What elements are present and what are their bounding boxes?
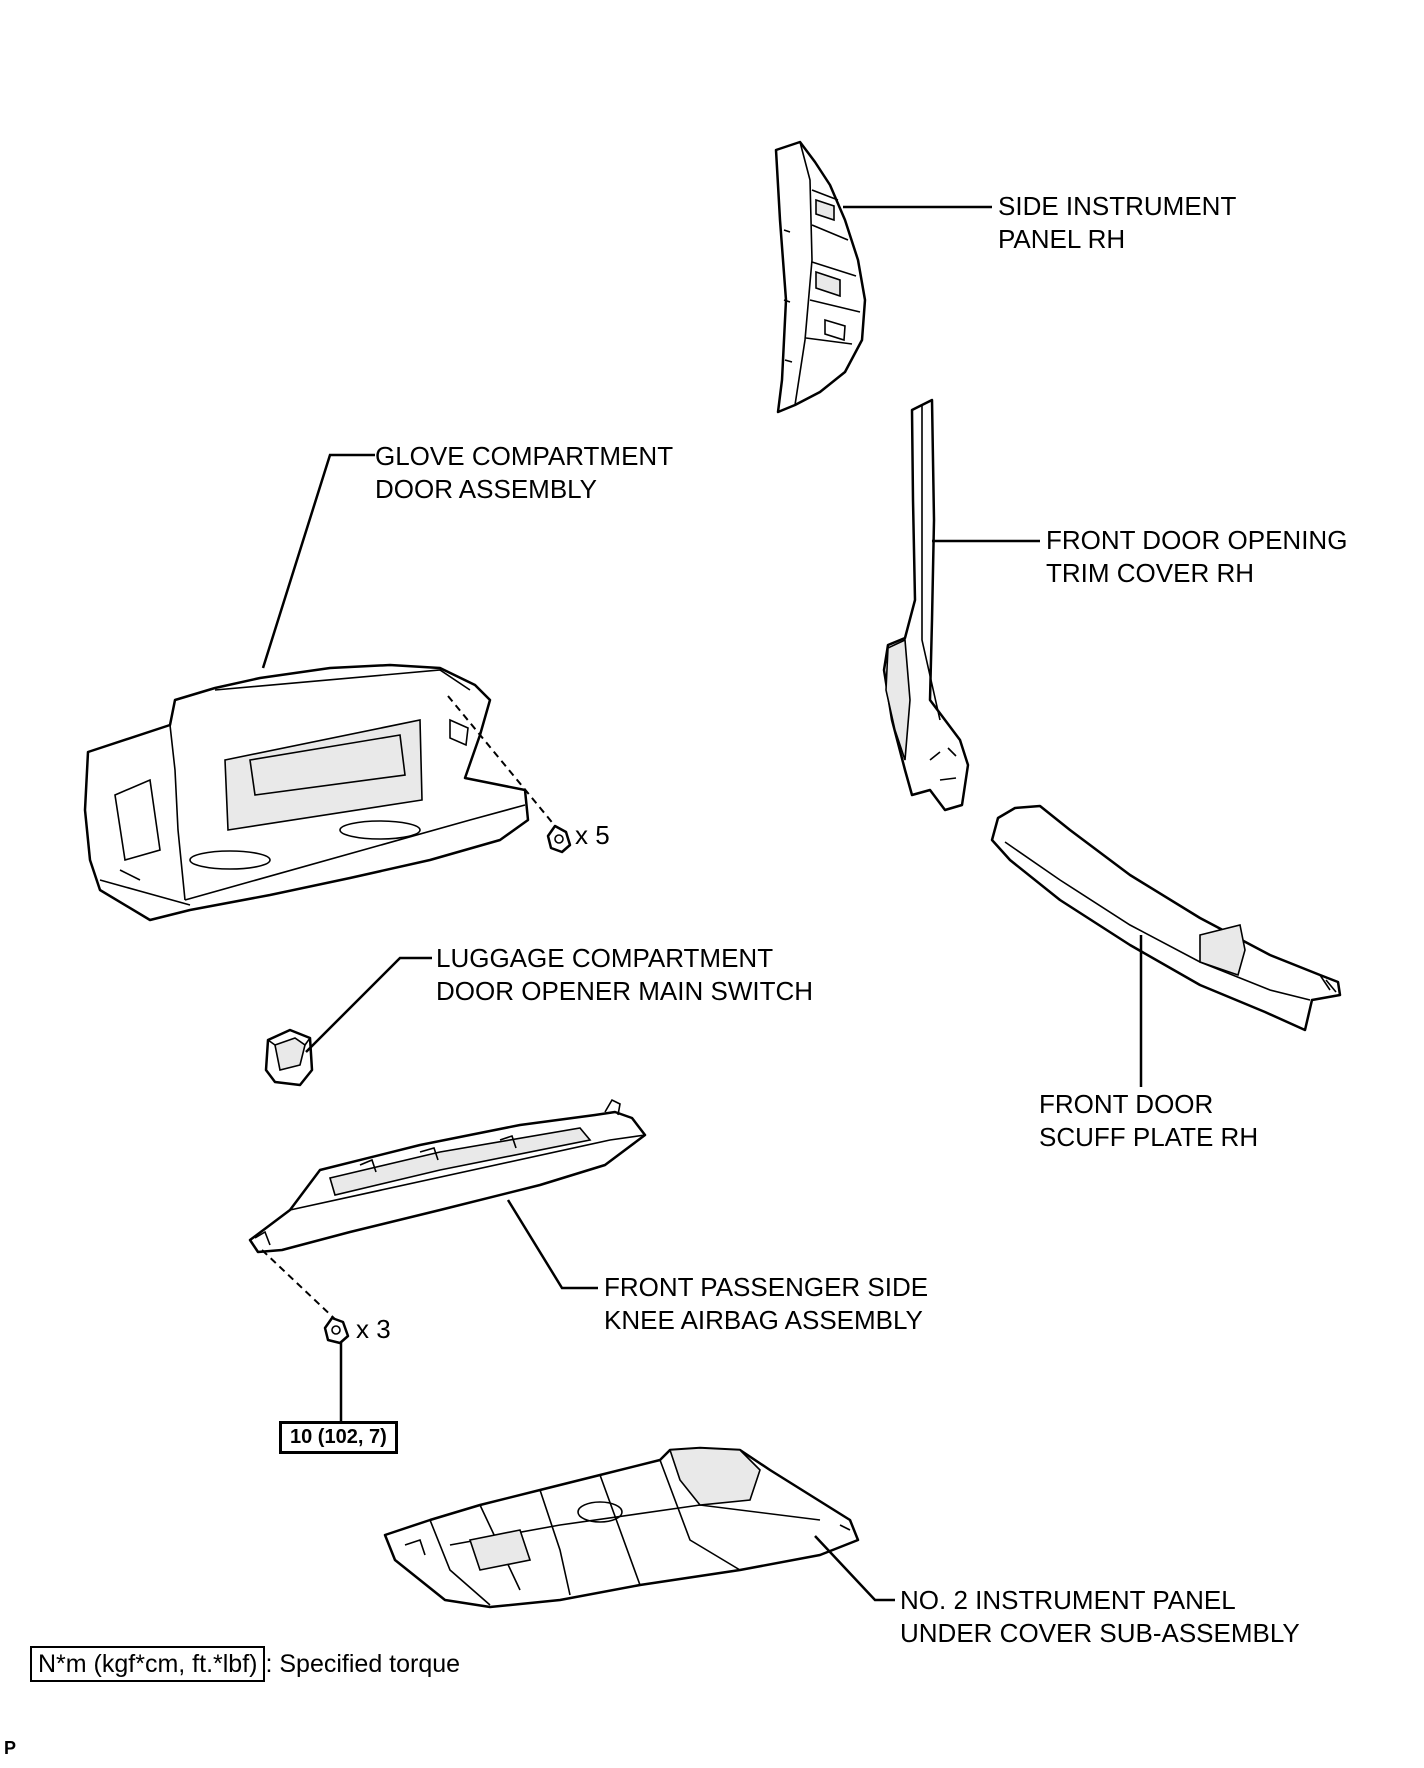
label-line: SIDE INSTRUMENT [998,191,1237,221]
label-line: DOOR OPENER MAIN SWITCH [436,976,814,1006]
label-line: FRONT DOOR [1039,1089,1214,1119]
torque-legend-text: : Specified torque [265,1650,461,1678]
knee-airbag-illustration [248,1098,647,1254]
label-line: FRONT DOOR OPENING [1046,525,1348,555]
door-opening-trim-illustration [882,398,970,812]
airbag-bolt-icon [323,1316,350,1345]
label-line: NO. 2 INSTRUMENT PANEL [900,1585,1236,1615]
label-line: DOOR ASSEMBLY [375,474,598,504]
airbag-bolt-dashline [261,1249,339,1323]
airbag-bolt-quantity: x 3 [356,1314,391,1344]
label-line: UNDER COVER SUB-ASSEMBLY [900,1618,1300,1648]
label-scuff-plate: FRONT DOOR SCUFF PLATE RH [1039,1088,1258,1154]
label-line: PANEL RH [998,224,1126,254]
label-line: LUGGAGE COMPARTMENT [436,943,774,973]
torque-legend: N*m (kgf*cm, ft.*lbf): Specified torque [30,1646,461,1682]
side-instrument-panel-illustration [774,140,867,414]
luggage-switch-illustration [264,1028,314,1087]
label-door-opening-trim: FRONT DOOR OPENING TRIM COVER RH [1046,524,1347,590]
glove-screw-icon [546,824,572,854]
glove-screw-quantity: x 5 [575,820,610,850]
luggage-switch-leader [305,956,432,1053]
label-side-instrument-panel: SIDE INSTRUMENT PANEL RH [998,190,1236,256]
under-cover-illustration [383,1446,860,1609]
under-cover-leader [814,1535,895,1602]
label-knee-airbag: FRONT PASSENGER SIDE KNEE AIRBAG ASSEMBL… [604,1271,928,1337]
corner-mark: P [4,1738,17,1758]
torque-spec-box: 10 (102, 7) [279,1421,398,1454]
label-line: SCUFF PLATE RH [1039,1122,1259,1152]
label-line: GLOVE COMPARTMENT [375,441,674,471]
label-luggage-switch: LUGGAGE COMPARTMENT DOOR OPENER MAIN SWI… [436,942,813,1008]
label-line: FRONT PASSENGER SIDE [604,1272,929,1302]
label-under-cover: NO. 2 INSTRUMENT PANEL UNDER COVER SUB-A… [900,1584,1300,1650]
label-glove-compartment: GLOVE COMPARTMENT DOOR ASSEMBLY [375,440,673,506]
scuff-plate-illustration [990,804,1342,1032]
glove-screw-dashline [447,695,561,833]
glove-compartment-illustration [83,663,530,922]
knee-airbag-leader [506,1199,598,1290]
label-line: TRIM COVER RH [1046,558,1254,588]
torque-unit-box: N*m (kgf*cm, ft.*lbf) [30,1646,266,1682]
glove-door-leader [261,453,375,669]
label-line: KNEE AIRBAG ASSEMBLY [604,1305,923,1335]
